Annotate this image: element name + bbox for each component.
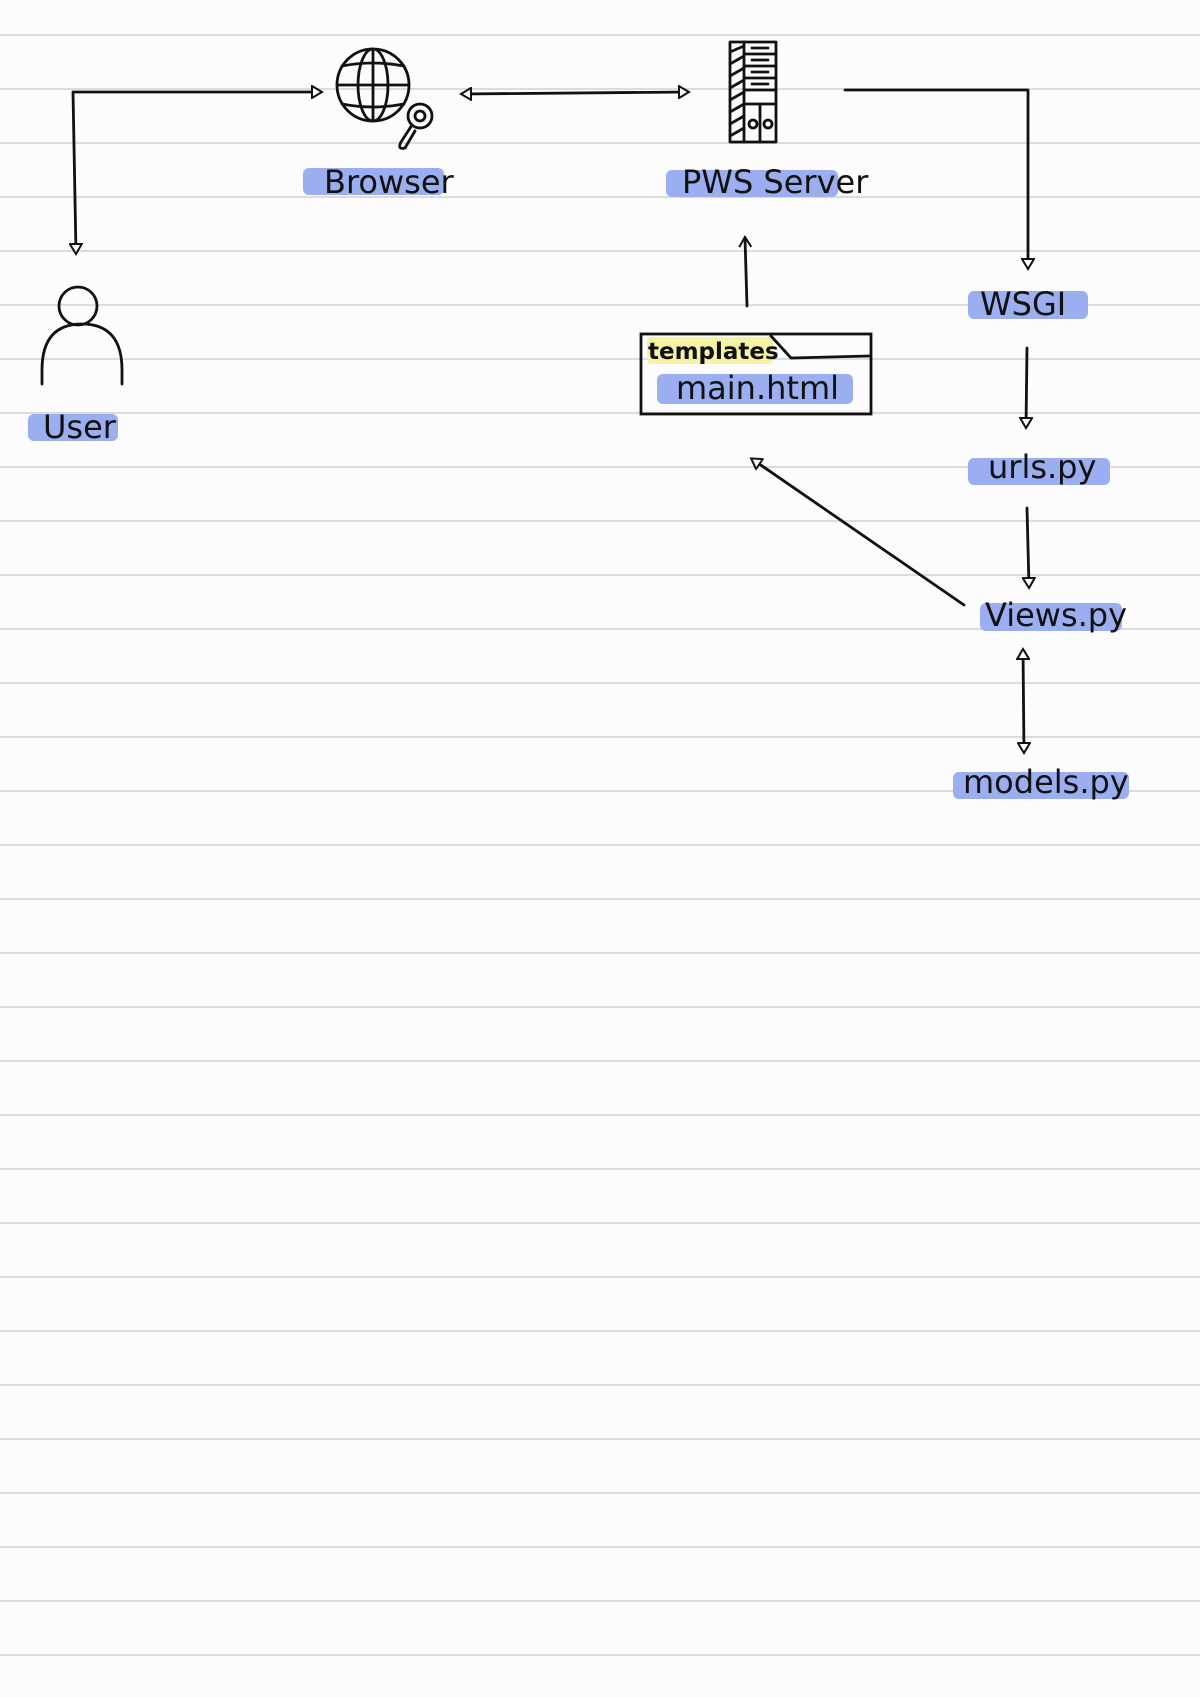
label-highlight — [968, 458, 1110, 485]
user-label: User — [43, 408, 117, 446]
server-node[interactable]: PWS Server — [666, 163, 869, 201]
user-node[interactable]: User — [28, 408, 118, 446]
arrow-templates-server — [738, 235, 753, 308]
wsgi-node[interactable]: WSGI — [968, 285, 1088, 323]
label-highlight — [980, 603, 1122, 631]
node-labels: Browser PWS Server User WSGI urls.py Vie… — [28, 163, 1129, 801]
globe-search-icon — [335, 47, 434, 150]
arrow-views-models — [1023, 650, 1024, 752]
models-node[interactable]: models.py — [953, 763, 1129, 801]
label-highlight — [968, 291, 1088, 319]
server-icon — [728, 40, 778, 144]
arrow-user-browser — [73, 92, 321, 253]
connectors — [73, 90, 1029, 752]
label-highlight — [953, 772, 1129, 799]
tag-highlight — [647, 337, 773, 364]
urls-node[interactable]: urls.py — [968, 448, 1110, 486]
folder-icon — [769, 334, 871, 360]
arrow-views-templates — [752, 459, 966, 607]
arrow-wsgi-urls — [1026, 346, 1027, 427]
label-highlight — [666, 170, 838, 197]
urls-label: urls.py — [988, 448, 1096, 486]
browser-node[interactable]: Browser — [303, 163, 455, 201]
templates-tag-label: templates — [648, 339, 779, 365]
server-label: PWS Server — [682, 163, 869, 201]
file-highlight — [657, 374, 853, 404]
label-highlight — [28, 414, 118, 441]
arrow-server-wsgi — [843, 88, 1028, 268]
views-node[interactable]: Views.py — [980, 596, 1127, 634]
ruled-lines — [0, 34, 1200, 1656]
views-label: Views.py — [985, 596, 1127, 634]
user-icon — [40, 285, 124, 386]
arrow-urls-views — [1027, 506, 1029, 587]
main-html-label: main.html — [676, 369, 839, 407]
templates-box: templates main.html — [639, 332, 873, 416]
browser-label: Browser — [324, 163, 455, 201]
wsgi-label: WSGI — [980, 285, 1066, 323]
label-highlight — [303, 168, 444, 195]
arrow-browser-server — [462, 92, 688, 94]
models-label: models.py — [963, 763, 1129, 801]
